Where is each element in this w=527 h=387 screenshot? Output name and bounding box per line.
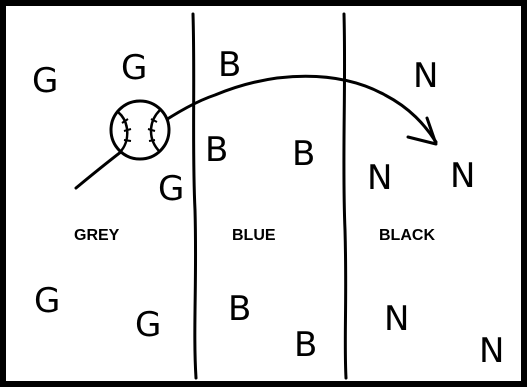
player-blue: B xyxy=(292,134,315,174)
player-black: N xyxy=(413,56,438,96)
player-black: N xyxy=(384,299,409,339)
tennis-ball-icon xyxy=(111,101,169,159)
player-grey: G xyxy=(135,305,161,345)
player-blue: B xyxy=(218,45,241,85)
player-blue: B xyxy=(205,130,228,170)
player-blue: B xyxy=(294,325,317,365)
zone-label-blue: BLUE xyxy=(232,227,276,244)
player-black: N xyxy=(450,156,475,196)
player-grey: G xyxy=(34,281,60,321)
player-blue: B xyxy=(228,289,251,329)
player-grey: G xyxy=(32,61,58,101)
zone-label-black: BLACK xyxy=(379,227,435,244)
player-grey: G xyxy=(121,48,147,88)
divider-line-left xyxy=(193,14,196,378)
player-black: N xyxy=(367,158,392,198)
zone-label-grey: GREY xyxy=(74,227,120,244)
player-grey: G xyxy=(158,169,184,209)
divider-line-right xyxy=(344,14,346,378)
player-black: N xyxy=(479,331,504,371)
